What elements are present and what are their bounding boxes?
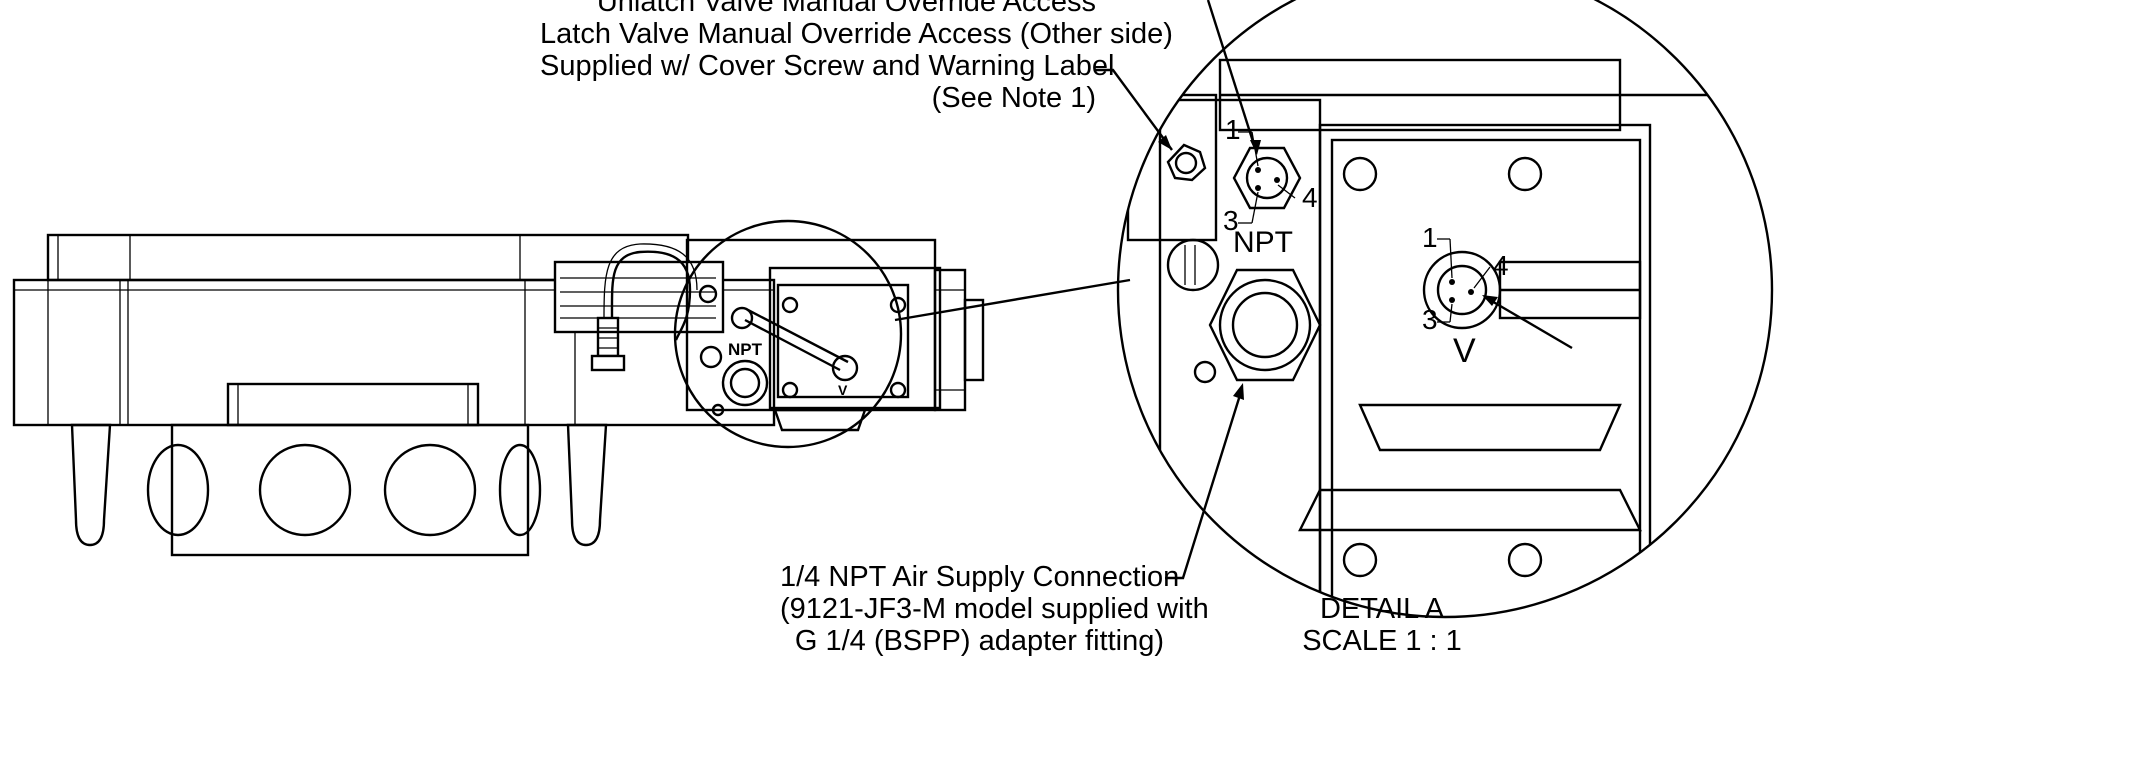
mounting-feet <box>70 423 608 557</box>
warning-label-plate <box>553 260 725 334</box>
detail-a-circle <box>1116 0 1774 619</box>
override-line-1: Unlatch Valve Manual Override Access <box>596 0 1096 18</box>
air-line-1: 1/4 NPT Air Supply Connection <box>780 561 1180 593</box>
lower-pin-4: 4 <box>1493 250 1509 281</box>
manifold-block <box>685 238 985 432</box>
v-detail-label: V <box>1453 332 1476 370</box>
npt-detail-label: NPT <box>1233 226 1293 259</box>
detail-scale: SCALE 1 : 1 <box>1302 625 1462 657</box>
override-line-2: Latch Valve Manual Override Access (Othe… <box>540 18 1173 50</box>
detail-leader-line <box>894 278 1131 322</box>
air-line-3: G 1/4 (BSPP) adapter fitting) <box>794 625 1164 657</box>
air-supply-callout: 1/4 NPT Air Supply Connection (9121-JF3-… <box>780 561 1209 657</box>
override-line-4: (See Note 1) <box>931 82 1096 114</box>
lower-pin-1: 1 <box>1422 222 1438 253</box>
npt-main-label: NPT <box>728 340 762 359</box>
upper-pin-1: 1 <box>1225 114 1241 145</box>
detail-a-marker-circle <box>673 219 903 449</box>
override-access-callout: Unlatch Valve Manual Override Access Lat… <box>540 0 1173 114</box>
upper-pin-4: 4 <box>1302 182 1318 213</box>
upper-pin-3: 3 <box>1223 205 1239 236</box>
override-line-3: Supplied w/ Cover Screw and Warning Labe… <box>540 50 1115 82</box>
lower-pin-3: 3 <box>1422 304 1438 335</box>
detail-a-caption: DETAIL A SCALE 1 : 1 <box>1282 593 1482 657</box>
v-main-label: V <box>838 382 848 398</box>
leader-lines <box>1095 0 1573 580</box>
air-line-2: (9121-JF3-M model supplied with <box>780 593 1209 625</box>
detail-title: DETAIL A <box>1319 593 1445 625</box>
